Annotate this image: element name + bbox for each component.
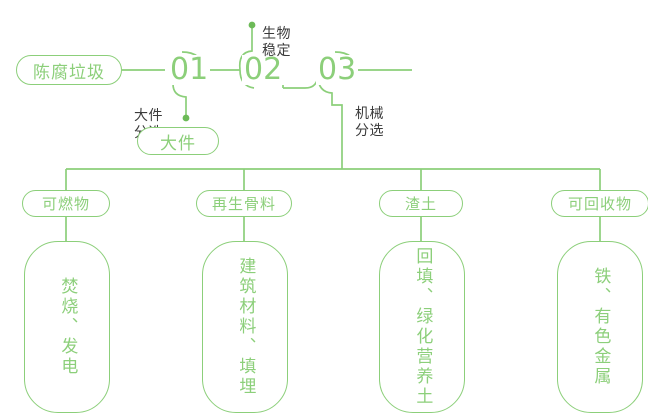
step-number-01-text: 01 <box>170 52 209 87</box>
usage-capsule-combustible[interactable]: 焚烧、发电 <box>24 241 110 413</box>
usage-capsule-slag-soil-text: 回填、绿化营养土 <box>413 247 433 407</box>
category-pill-slag-soil[interactable]: 渣土 <box>379 190 463 217</box>
usage-capsule-recycled-aggregate-text: 建筑材料、填埋 <box>236 257 256 397</box>
category-pill-recycled-aggregate-label: 再生骨料 <box>211 196 276 213</box>
node-output-bulky-label: 大件 <box>160 133 196 153</box>
step-number-02-text: 02 <box>244 52 283 87</box>
annotation-bio-stabilization-text: 生物 稳定 <box>262 25 291 58</box>
step-number-01[interactable]: 01 <box>168 52 211 87</box>
annotation-bio-stabilization: 生物 稳定 <box>262 8 318 59</box>
step-number-03-text: 03 <box>318 52 357 87</box>
annotation-mechanical-sorting-text: 机械 分选 <box>355 105 384 138</box>
usage-capsule-recycled-aggregate[interactable]: 建筑材料、填埋 <box>202 241 288 413</box>
node-output-bulky[interactable]: 大件 <box>137 127 219 155</box>
annotation-mechanical-sorting: 机械 分选 <box>355 88 411 139</box>
category-pill-combustible-label: 可燃物 <box>41 196 90 213</box>
dot-bio-label <box>248 21 256 29</box>
usage-capsule-slag-soil[interactable]: 回填、绿化营养土 <box>379 241 465 413</box>
usage-capsule-combustible-text: 焚烧、发电 <box>58 277 78 377</box>
usage-capsule-recyclables-text: 铁、有色金属 <box>591 267 611 387</box>
usage-capsule-recyclables[interactable]: 铁、有色金属 <box>557 241 643 413</box>
category-pill-combustible[interactable]: 可燃物 <box>22 190 110 217</box>
category-pill-slag-soil-label: 渣土 <box>404 196 437 213</box>
step-number-02[interactable]: 02 <box>242 52 285 87</box>
node-source-label: 陈腐垃圾 <box>33 62 105 82</box>
node-source[interactable]: 陈腐垃圾 <box>16 55 122 85</box>
category-pill-recycled-aggregate[interactable]: 再生骨料 <box>196 190 292 217</box>
wire-03-to-bus <box>317 75 343 169</box>
step-number-03[interactable]: 03 <box>316 52 359 87</box>
category-pill-recyclables[interactable]: 可回收物 <box>551 190 648 217</box>
category-pill-recyclables-label: 可回收物 <box>567 196 632 213</box>
